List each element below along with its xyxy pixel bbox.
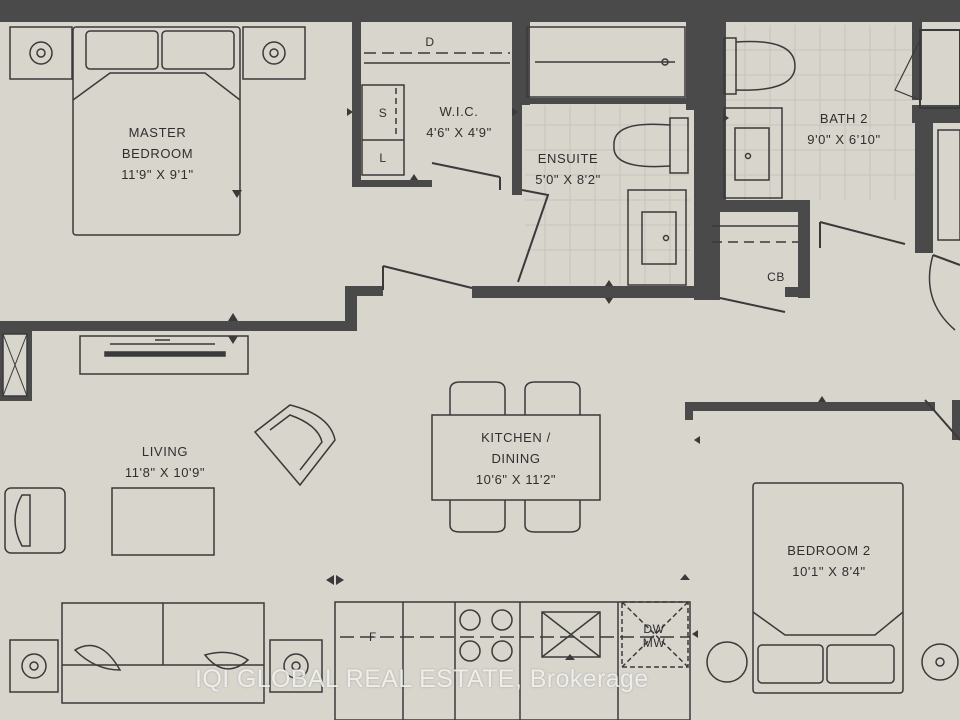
ensuite-dims: 5'0" X 8'2" (535, 172, 601, 187)
fridge-label: F (369, 630, 377, 644)
mw-text: MW (642, 636, 666, 650)
living-dims: 11'8" X 10'9" (124, 465, 206, 480)
kitchen-counter (334, 601, 691, 720)
wic-fixtures (361, 52, 510, 176)
bath2-fixtures (712, 37, 960, 243)
outlet-markers (228, 108, 826, 660)
ensuite-fixtures (526, 26, 689, 286)
master-bedroom-dims: 11'9" X 9'1" (121, 167, 194, 182)
bath2-name: BATH 2 (819, 111, 869, 126)
ensuite-name: ENSUITE (537, 151, 599, 166)
kitchen-name-2: DINING (491, 451, 541, 466)
walls (0, 0, 960, 440)
master-bedroom-label: MASTER BEDROOM 11'9" X 9'1" (105, 122, 210, 185)
ensuite-label: ENSUITE 5'0" X 8'2" (528, 148, 608, 190)
bedroom2-label: BEDROOM 2 10'1" X 8'4" (765, 540, 893, 582)
dw-text: DW (643, 622, 665, 636)
bath2-label: BATH 2 9'0" X 6'10" (788, 108, 900, 150)
linen-label: L (379, 151, 387, 165)
shelf-label: S (378, 106, 388, 120)
master-bedroom-name-2: BEDROOM (121, 146, 194, 161)
kitchen-dining-label: KITCHEN / DINING 10'6" X 11'2" (452, 427, 580, 490)
bedroom2-furniture (706, 482, 959, 694)
closet-label: CB (767, 270, 785, 284)
bedroom2-dims: 10'1" X 8'4" (792, 564, 866, 579)
dining-table (431, 381, 601, 533)
bedroom2-name: BEDROOM 2 (787, 543, 871, 558)
brokerage-watermark: IQI GLOBAL REAL ESTATE, Brokerage (195, 665, 649, 693)
dryer-label: D (425, 35, 435, 49)
living-label: LIVING 11'8" X 10'9" (105, 441, 225, 483)
master-bed (9, 26, 306, 236)
living-name: LIVING (141, 444, 189, 459)
wic-name: W.I.C. (439, 104, 479, 119)
kitchen-name-1: KITCHEN / (481, 430, 551, 445)
dishwasher-label: DW MW (636, 622, 672, 650)
doors (382, 29, 960, 441)
wic-dims: 4'6" X 4'9" (426, 125, 492, 140)
wic-label: W.I.C. 4'6" X 4'9" (408, 101, 510, 143)
bath2-dims: 9'0" X 6'10" (807, 132, 881, 147)
living-furniture (4, 335, 336, 704)
master-bedroom-name-1: MASTER (128, 125, 187, 140)
kitchen-dims: 10'6" X 11'2" (475, 472, 557, 487)
